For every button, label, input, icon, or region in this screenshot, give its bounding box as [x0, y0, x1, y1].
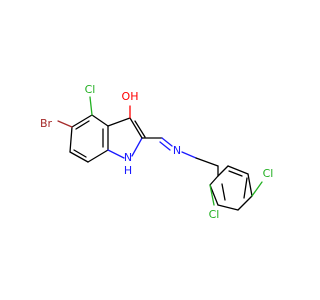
ring-nitrogen-label: N [124, 151, 132, 164]
bond [237, 195, 253, 211]
bond [131, 137, 143, 157]
nh-h-label: H [124, 164, 132, 177]
bond [209, 184, 215, 206]
bond [243, 177, 248, 199]
bond [89, 96, 93, 116]
bond [251, 181, 263, 197]
bond [228, 170, 243, 177]
chlorine-para-label: Cl [263, 167, 274, 180]
bond [217, 165, 229, 177]
bond [134, 120, 146, 138]
molecule-canvas: Br Cl OH H N N Cl Cl [39, 83, 274, 221]
bond [209, 184, 219, 206]
bond [57, 120, 73, 128]
bond [107, 117, 131, 127]
bond [87, 149, 109, 163]
bond [71, 114, 93, 128]
bond [69, 126, 73, 153]
bond [159, 141, 171, 151]
bond [75, 120, 90, 130]
chlorine-ortho-label: Cl [209, 208, 220, 221]
bond [129, 117, 143, 139]
bromine-label: Br [40, 117, 53, 130]
bond [73, 149, 87, 158]
bond [247, 173, 253, 197]
bond [91, 114, 109, 127]
molecule-structure: Br Cl OH H N N Cl Cl [40, 83, 274, 221]
chlorine-indole-label: Cl [85, 83, 96, 96]
bond [227, 165, 249, 175]
bond [195, 157, 219, 167]
bond [69, 151, 89, 163]
bond [107, 149, 125, 159]
hydroxyl-label: OH [122, 90, 139, 103]
bond [181, 151, 197, 159]
bond [217, 204, 239, 211]
bond [209, 175, 219, 186]
bond [161, 137, 173, 147]
imine-nitrogen-label: N [173, 144, 181, 157]
bond [221, 183, 226, 201]
